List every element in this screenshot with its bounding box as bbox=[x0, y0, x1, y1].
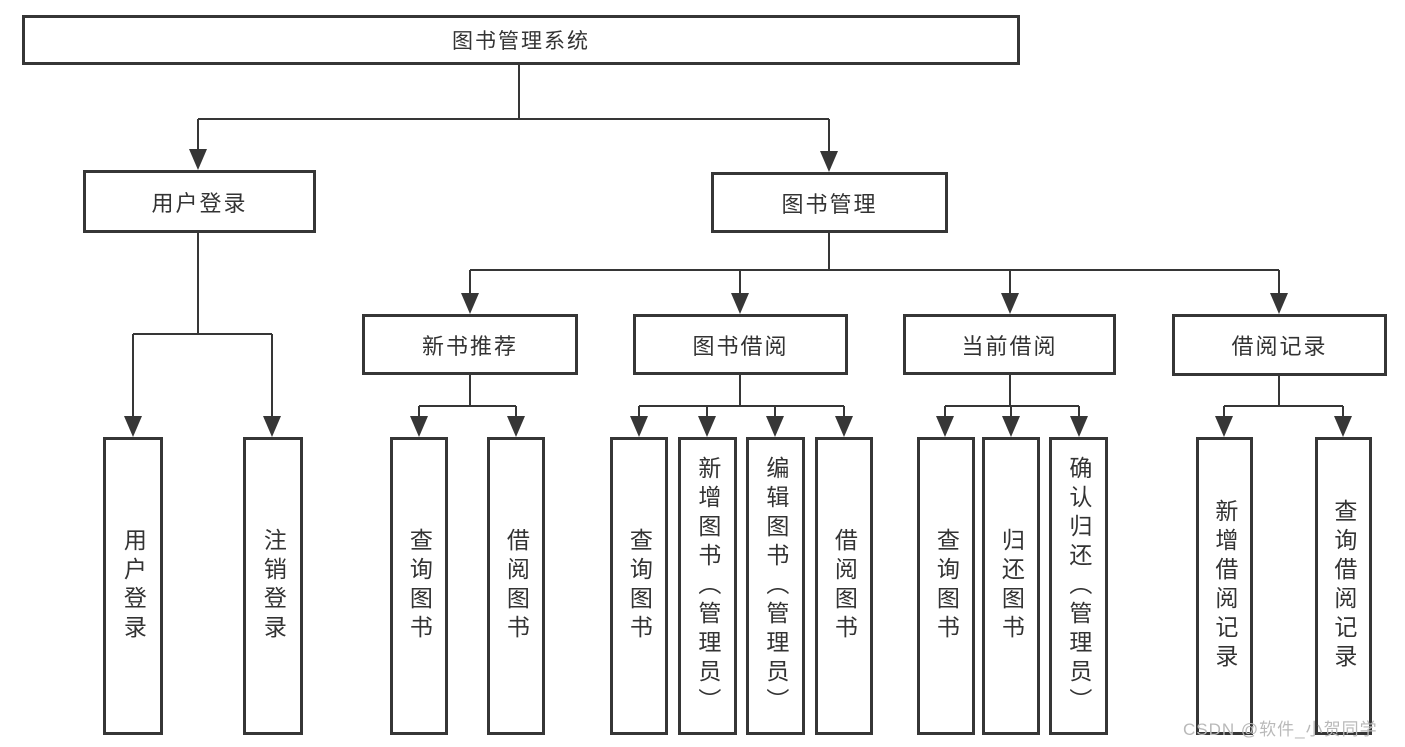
node-leaf-query-books-current: 查询图书 bbox=[917, 437, 975, 735]
node-borrowing-records-label: 借阅记录 bbox=[1231, 334, 1328, 359]
node-root-label: 图书管理系统 bbox=[452, 30, 590, 53]
csdn-watermark: CSDN @软件_小贺同学 bbox=[1183, 720, 1378, 739]
node-leaf-user-login: 用户登录 bbox=[103, 437, 163, 735]
node-leaf-add-books-admin: 新增图书（管理员） bbox=[678, 437, 737, 735]
node-leaf-query-borrow-record: 查询借阅记录 bbox=[1315, 437, 1372, 735]
node-book-borrowing-label: 图书借阅 bbox=[692, 333, 789, 359]
node-leaf-return-books: 归还图书 bbox=[982, 437, 1040, 735]
node-leaf-query-books-recommend-label: 查询图书 bbox=[406, 528, 433, 644]
node-book-borrowing: 图书借阅 bbox=[633, 314, 848, 375]
node-leaf-query-books-recommend: 查询图书 bbox=[390, 437, 448, 735]
node-leaf-add-books-admin-label: 新增图书（管理员） bbox=[694, 455, 721, 717]
arrow-down-icon bbox=[1334, 416, 1352, 437]
node-leaf-borrow-books-recommend-label: 借阅图书 bbox=[503, 528, 530, 644]
node-borrowing-records: 借阅记录 bbox=[1172, 314, 1387, 376]
node-book-management: 图书管理 bbox=[711, 172, 948, 233]
node-leaf-confirm-return-admin-label: 确认归还（管理员） bbox=[1065, 455, 1092, 717]
node-leaf-borrow-books-recommend: 借阅图书 bbox=[487, 437, 545, 735]
node-new-book-recommend: 新书推荐 bbox=[362, 314, 578, 375]
arrow-down-icon bbox=[698, 416, 716, 437]
node-leaf-edit-books-admin-label: 编辑图书（管理员） bbox=[762, 455, 789, 717]
node-leaf-borrow-books-label: 借阅图书 bbox=[831, 528, 858, 644]
node-leaf-confirm-return-admin: 确认归还（管理员） bbox=[1049, 437, 1108, 735]
node-leaf-query-books-current-label: 查询图书 bbox=[933, 528, 960, 644]
node-leaf-logout: 注销登录 bbox=[243, 437, 303, 735]
arrow-down-icons bbox=[124, 149, 1352, 437]
node-leaf-add-borrow-record-label: 新增借阅记录 bbox=[1211, 499, 1238, 673]
node-leaf-return-books-label: 归还图书 bbox=[998, 528, 1025, 644]
node-leaf-borrow-books: 借阅图书 bbox=[815, 437, 873, 735]
arrow-down-icon bbox=[1270, 293, 1288, 314]
arrow-down-icon bbox=[835, 416, 853, 437]
node-leaf-query-books-borrowing: 查询图书 bbox=[610, 437, 668, 735]
arrow-down-icon bbox=[936, 416, 954, 437]
node-book-management-label: 图书管理 bbox=[781, 191, 878, 217]
arrow-down-icon bbox=[1215, 416, 1233, 437]
arrow-down-icon bbox=[461, 293, 479, 314]
arrow-down-icon bbox=[1002, 416, 1020, 437]
node-user-login-label: 用户登录 bbox=[151, 190, 248, 216]
arrow-down-icon bbox=[507, 416, 525, 437]
arrow-down-icon bbox=[820, 151, 838, 172]
arrow-down-icon bbox=[731, 293, 749, 314]
node-new-book-recommend-label: 新书推荐 bbox=[421, 333, 518, 359]
node-root: 图书管理系统 bbox=[22, 15, 1020, 65]
node-current-borrowing-label: 当前借阅 bbox=[961, 333, 1058, 359]
connector-segments bbox=[132, 65, 1344, 417]
arrow-down-icon bbox=[410, 416, 428, 437]
node-leaf-query-borrow-record-label: 查询借阅记录 bbox=[1330, 499, 1357, 673]
arrow-down-icon bbox=[263, 416, 281, 437]
node-leaf-query-books-borrowing-label: 查询图书 bbox=[626, 528, 653, 644]
node-leaf-user-login-label: 用户登录 bbox=[120, 528, 147, 644]
arrow-down-icon bbox=[1070, 416, 1088, 437]
arrow-down-icon bbox=[124, 416, 142, 437]
node-user-login: 用户登录 bbox=[83, 170, 316, 233]
arrow-down-icon bbox=[1001, 293, 1019, 314]
node-leaf-logout-label: 注销登录 bbox=[260, 528, 287, 644]
node-current-borrowing: 当前借阅 bbox=[903, 314, 1116, 375]
arrow-down-icon bbox=[766, 416, 784, 437]
arrow-down-icon bbox=[189, 149, 207, 170]
node-leaf-edit-books-admin: 编辑图书（管理员） bbox=[746, 437, 805, 735]
node-leaf-add-borrow-record: 新增借阅记录 bbox=[1196, 437, 1253, 735]
arrow-down-icon bbox=[630, 416, 648, 437]
